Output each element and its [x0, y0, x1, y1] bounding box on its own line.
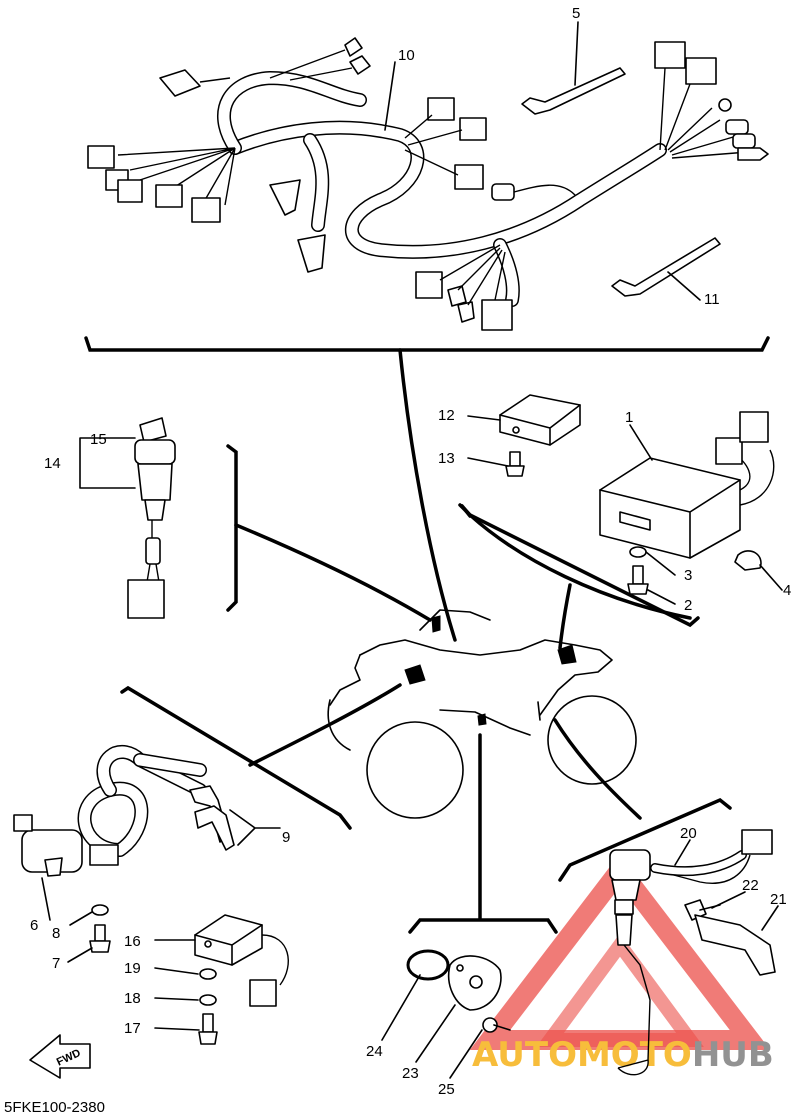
neutral-switch[interactable] — [609, 829, 773, 1076]
starter-relay[interactable] — [194, 914, 289, 1007]
bolt-7[interactable] — [89, 924, 111, 953]
callout-8: 8 — [52, 925, 60, 942]
svg-text:AUTOMOTOHUB: AUTOMOTOHUB — [472, 1035, 774, 1075]
leader-harness — [398, 348, 457, 642]
callout-24: 24 — [366, 1043, 383, 1060]
callout-2: 2 — [684, 597, 692, 614]
callout-6: 6 — [30, 917, 38, 934]
callout-14: 14 — [44, 455, 61, 472]
callout-16: 16 — [124, 933, 141, 950]
screw-25[interactable] — [482, 1017, 511, 1033]
clamp-4[interactable] — [734, 550, 762, 571]
callout-4: 4 — [783, 582, 791, 599]
washer-8[interactable] — [91, 904, 109, 916]
callout-5: 5 — [572, 5, 580, 22]
watermark-automoto: AUTOMOTO — [472, 1035, 692, 1075]
watermark-triangle-inner — [536, 933, 704, 1047]
washer-18[interactable] — [199, 994, 217, 1006]
callout-25: 25 — [438, 1081, 455, 1098]
cable-tie-5[interactable] — [521, 67, 626, 115]
callout-15: 15 — [90, 431, 107, 448]
callout-19: 19 — [124, 960, 141, 977]
callout-3: 3 — [684, 567, 692, 584]
callout-20: 20 — [680, 825, 697, 842]
cover-23[interactable] — [448, 955, 502, 1011]
o-ring-24[interactable] — [406, 949, 450, 981]
atv-outline — [327, 609, 637, 819]
diagram-code: 5FKE100-2380 — [4, 1099, 105, 1116]
callout-9: 9 — [282, 829, 290, 846]
callout-13: 13 — [438, 450, 455, 467]
wire-harness[interactable] — [87, 37, 769, 331]
callout-18: 18 — [124, 990, 141, 1007]
callout-22: 22 — [742, 877, 759, 894]
harness-bracket — [84, 336, 770, 352]
callout-11: 11 — [704, 291, 720, 308]
washer-19[interactable] — [199, 968, 217, 980]
washer-3[interactable] — [629, 546, 647, 558]
fwd-arrow: FWD — [29, 1034, 91, 1079]
watermark-hub: HUB — [692, 1035, 774, 1075]
bracket-21[interactable] — [694, 914, 776, 976]
rectifier-regulator[interactable] — [599, 411, 775, 559]
bolt-2[interactable] — [627, 565, 649, 595]
cable-tie-11[interactable] — [611, 237, 721, 297]
callout-17: 17 — [124, 1020, 141, 1037]
callout-12: 12 — [438, 407, 455, 424]
main-switch[interactable] — [127, 417, 176, 619]
bolt-13[interactable] — [505, 451, 525, 477]
callout-1: 1 — [625, 409, 633, 426]
callout-21: 21 — [770, 891, 787, 908]
watermark: AUTOMOTOHUB — [469, 853, 774, 1075]
ignition-coil[interactable] — [13, 745, 235, 877]
callout-10: 10 — [398, 47, 415, 64]
cdi-unit[interactable] — [499, 394, 581, 446]
callout-7: 7 — [52, 955, 60, 972]
bolt-17[interactable] — [198, 1013, 218, 1045]
callout-23: 23 — [402, 1065, 419, 1082]
